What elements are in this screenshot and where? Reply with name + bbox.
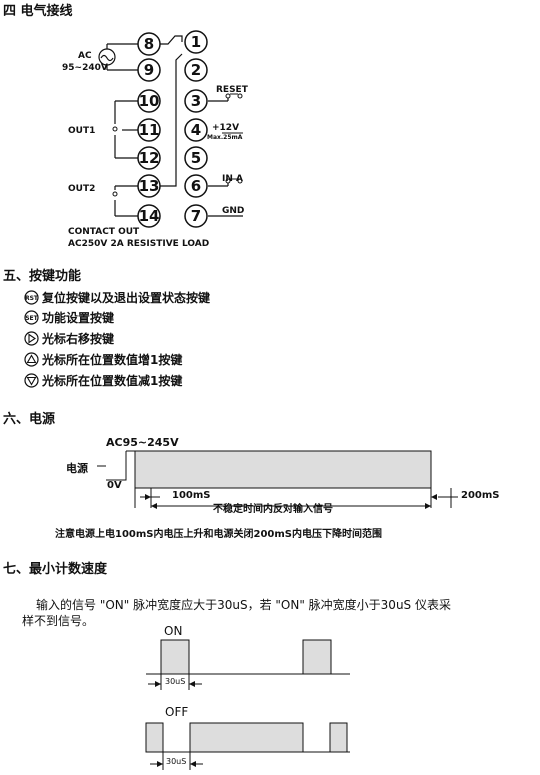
unstable-label: 不稳定时间内反对输入信号 (213, 504, 333, 515)
contact-label: CONTACT OUT (68, 227, 140, 237)
speed-desc-line2: 样不到信号。 (22, 614, 95, 628)
reset-label: RESET (216, 85, 249, 95)
power-note: 注意电源上电100mS内电压上升和电源关闭200mS内电压下降时间范围 (55, 529, 382, 540)
terminal-1: 1 (191, 33, 201, 51)
on-width-label: 30uS (165, 677, 186, 686)
terminal-5: 5 (191, 149, 201, 167)
ina-label: IN A (222, 174, 243, 184)
key-up-text: 光标所在位置数值增1按键 (42, 353, 183, 367)
on-label: ON (164, 624, 183, 638)
right-key-icon (24, 331, 39, 346)
section5-title: 五、按键功能 (3, 269, 82, 284)
off-pulse-3 (329, 722, 348, 753)
off-label: OFF (165, 705, 189, 719)
terminal-8: 8 (144, 35, 154, 53)
on-pulse-1 (160, 639, 190, 675)
terminal-13: 13 (139, 177, 160, 195)
terminal-2: 2 (191, 61, 201, 79)
terminal-11: 11 (139, 121, 160, 139)
terminal-4: 4 (191, 121, 201, 139)
terminal-7: 7 (191, 207, 201, 225)
zero-volt-label: 0V (107, 480, 122, 491)
t100-label: 100mS (172, 490, 211, 501)
section6-title: 六、电源 (3, 412, 56, 427)
out1-label: OUT1 (68, 126, 95, 136)
out2-label: OUT2 (68, 184, 95, 194)
section4-title: 四 电气接线 (3, 4, 73, 19)
key-down-text: 光标所在位置数值减1按键 (42, 374, 183, 388)
ac-voltage-label: AC95~245V (106, 436, 179, 449)
max-current-label: Max.25mA (207, 134, 243, 141)
svg-text:RST: RST (25, 295, 39, 302)
down-key-icon (24, 373, 39, 388)
key-right-text: 光标右移按键 (42, 332, 115, 346)
terminal-6: 6 (191, 177, 201, 195)
off-pulse-1 (145, 722, 164, 753)
power-label: 电源 (66, 462, 88, 475)
key-set-text: 功能设置按键 (42, 311, 115, 325)
ac-label: AC (78, 51, 92, 61)
off-width-label: 30uS (166, 757, 187, 766)
terminal-10: 10 (139, 92, 160, 110)
section7-title: 七、最小计数速度 (3, 562, 108, 577)
gnd-label: GND (222, 206, 244, 216)
power-on-block (134, 450, 432, 489)
load-label: AC250V 2A RESISTIVE LOAD (68, 239, 209, 249)
terminal-14: 14 (139, 207, 160, 225)
ac-range: 95~240V (62, 63, 108, 73)
up-key-icon (24, 352, 39, 367)
speed-desc-line1: 输入的信号 "ON" 脉冲宽度应大于30uS，若 "ON" 脉冲宽度小于30uS… (36, 598, 451, 612)
terminal-9: 9 (144, 61, 154, 79)
rst-key-icon: RST (24, 290, 39, 305)
terminal-3: 3 (191, 92, 201, 110)
off-pulse-2 (189, 722, 304, 753)
set-key-icon: SET (24, 310, 39, 325)
terminal-12: 12 (139, 149, 160, 167)
plus12-label: +12V (212, 123, 239, 133)
key-rst-text: 复位按键以及退出设置状态按键 (42, 291, 211, 305)
svg-text:SET: SET (25, 315, 38, 322)
on-pulse-2 (302, 639, 332, 675)
t200-label: 200mS (461, 490, 500, 501)
